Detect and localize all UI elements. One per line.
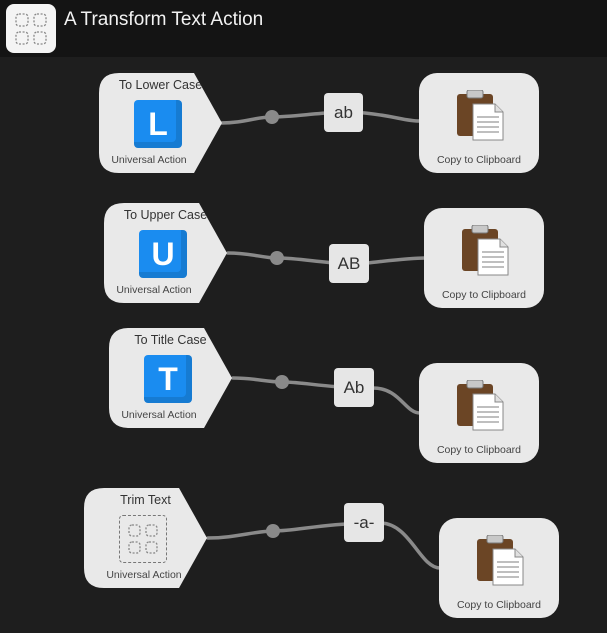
connection-label-trim[interactable]: -a- — [344, 503, 384, 542]
node-title: To Lower Case — [118, 78, 203, 92]
node-subtitle: Universal Action — [116, 284, 192, 296]
node-title: To Upper Case — [123, 208, 208, 222]
wire-node-title — [275, 375, 289, 389]
input-node-trim-text[interactable]: Trim Text Universal Action — [84, 488, 207, 588]
node-subtitle: Universal Action — [121, 409, 197, 421]
letter-l-icon: L — [134, 100, 182, 148]
clipboard-icon — [455, 379, 505, 432]
letter-t-icon: T — [144, 355, 192, 403]
input-node-lower-case[interactable]: To Lower Case L Universal Action — [99, 73, 222, 173]
output-node-clipboard-1[interactable]: Copy to Clipboard — [419, 73, 539, 173]
node-subtitle: Copy to Clipboard — [456, 599, 542, 611]
node-title: Trim Text — [120, 493, 171, 507]
clipboard-icon — [475, 534, 525, 587]
wire-trim — [206, 521, 442, 570]
wire-node-upper — [270, 251, 284, 265]
clipboard-icon — [455, 89, 505, 142]
window-header: A Transform Text Action — [0, 0, 607, 57]
output-node-clipboard-2[interactable]: Copy to Clipboard — [424, 208, 544, 308]
wire-node-trim — [266, 524, 280, 538]
node-subtitle: Universal Action — [111, 154, 187, 166]
workflow-icon[interactable] — [6, 4, 56, 53]
node-subtitle: Copy to Clipboard — [441, 289, 527, 301]
node-subtitle: Copy to Clipboard — [436, 154, 522, 166]
workflow-title: A Transform Text Action — [64, 9, 264, 30]
connection-label-title[interactable]: Ab — [334, 368, 374, 407]
wire-upper — [226, 251, 427, 266]
output-node-clipboard-4[interactable]: Copy to Clipboard — [439, 518, 559, 618]
input-node-title-case[interactable]: To Title Case T Universal Action — [109, 328, 232, 428]
wire-node-lower — [265, 110, 279, 124]
node-subtitle: Universal Action — [106, 569, 182, 581]
wire-title — [231, 376, 422, 415]
letter-u-icon: U — [139, 230, 187, 278]
connection-label-upper[interactable]: AB — [329, 244, 369, 283]
node-title: To Title Case — [134, 333, 207, 347]
clipboard-icon — [460, 224, 510, 277]
node-subtitle: Copy to Clipboard — [436, 444, 522, 456]
connection-label-lower[interactable]: ab — [324, 93, 363, 132]
wire-lower — [219, 110, 421, 125]
output-node-clipboard-3[interactable]: Copy to Clipboard — [419, 363, 539, 463]
grid-placeholder-icon — [119, 515, 167, 563]
input-node-upper-case[interactable]: To Upper Case U Universal Action — [104, 203, 227, 303]
